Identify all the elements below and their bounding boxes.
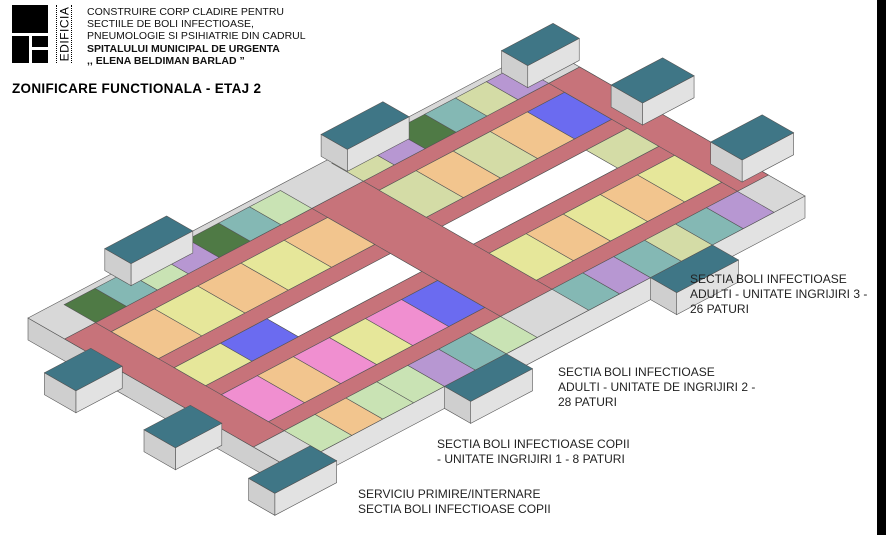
ward-room (705, 190, 775, 229)
stair-tower (443, 353, 534, 402)
ward-room (585, 127, 660, 169)
project-line: PNEUMOLOGIE SI PSIHIATRIE DIN CADRUL (87, 30, 306, 43)
stair-tower (610, 57, 695, 104)
label-line: SECTIA BOLI INFECTIOASE COPII (437, 437, 630, 451)
label-line: ADULTI - UNITATE DE INGRIJIRI 2 - (558, 380, 756, 394)
label-line: SERVICIU PRIMIRE/INTERNARE (358, 487, 541, 501)
label-unit-3: SECTIA BOLI INFECTIOASE ADULTI - UNITATE… (690, 272, 867, 317)
ward-room (400, 280, 486, 327)
stair-tower (43, 347, 123, 392)
support-room (248, 190, 313, 226)
project-description: CONSTRUIRE CORP CLADIRE PENTRU SECTIILE … (87, 6, 306, 67)
label-line: 28 PATURI (558, 395, 617, 409)
label-line: - UNITATE INGRIJIRI 1 - 8 PATURI (437, 452, 625, 466)
stair-tower (649, 244, 740, 293)
label-unit-2: SECTIA BOLI INFECTIOASE ADULTI - UNITATE… (558, 365, 755, 410)
label-line: SECTIA BOLI INFECTIOASE COPII (358, 502, 551, 516)
project-line: SECTIILE DE BOLI INFECTIOASE, (87, 18, 254, 31)
label-admission: SERVICIU PRIMIRE/INTERNARE SECTIA BOLI I… (358, 487, 551, 517)
stair-tower (247, 445, 338, 494)
ward-room (468, 316, 538, 355)
label-line: SECTIA BOLI INFECTIOASE (558, 365, 715, 379)
project-line: CONSTRUIRE CORP CLADIRE PENTRU (87, 6, 284, 18)
project-line-bold: SPITALULUI MUNICIPAL DE URGENTA (87, 42, 280, 55)
stair-tower (104, 215, 194, 264)
page-title: ZONIFICARE FUNCTIONALA - ETAJ 2 (12, 81, 262, 96)
page-edge-bar (877, 0, 886, 535)
project-line-bold: ,, ELENA BELDIMAN BARLAD ” (87, 54, 245, 67)
label-line: SECTIA BOLI INFECTIOASE (690, 272, 847, 286)
stair-tower (320, 101, 410, 150)
ward-room (219, 318, 299, 362)
logo-text: EDIFICIA (57, 6, 72, 62)
edificia-logo: EDIFICIA (12, 5, 72, 63)
ward-room (636, 154, 723, 203)
stair-tower (710, 114, 795, 161)
label-unit-1: SECTIA BOLI INFECTIOASE COPII - UNITATE … (437, 437, 630, 467)
label-line: ADULTI - UNITATE INGRIJIRI 3 - (690, 287, 868, 301)
ward-room (283, 217, 376, 268)
stair-tower (500, 23, 580, 66)
label-line: 26 PATURI (690, 302, 749, 316)
stair-tower (143, 404, 223, 449)
ward-room (526, 91, 613, 140)
